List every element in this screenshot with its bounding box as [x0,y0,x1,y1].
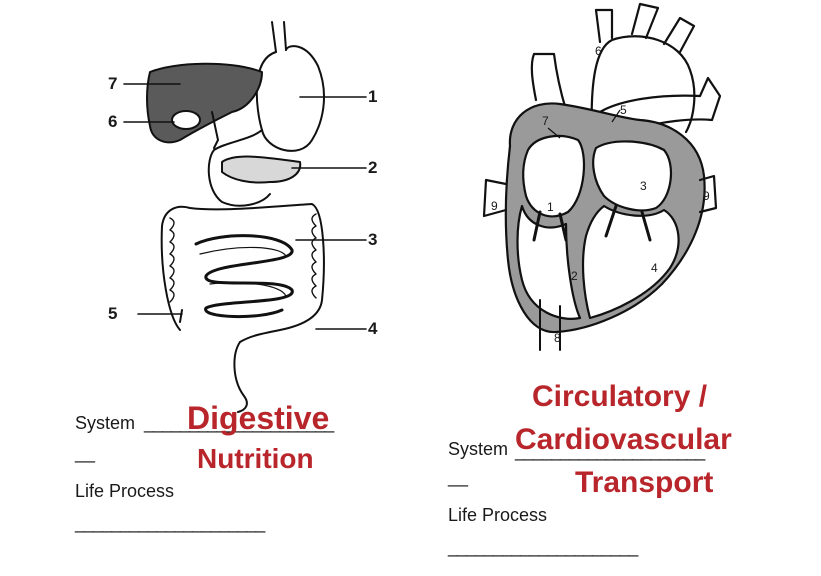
digestive-process-answer: Nutrition [197,443,314,474]
heart-process-blank: _____________________ [448,537,638,557]
inferior-vena-cava [539,299,561,351]
aorta [590,35,696,140]
large-intestine-haustra [169,213,317,303]
digestive-leader-lines [123,83,367,330]
large-intestine [160,203,325,343]
mitral-valve [604,204,652,242]
digestive-label-7: 7 [108,74,118,93]
digestive-label-6: 6 [108,112,118,131]
esophagus [271,21,287,53]
pulmonary-vein-left [698,174,718,214]
gallbladder [171,110,201,130]
digestive-process-label: Life Process [75,481,175,501]
digestive-system-blank: _____________________ [144,413,334,433]
heart-label-1: 1 [547,200,554,214]
heart-label-7: 7 [542,114,549,128]
digestive-label-2: 2 [368,158,378,177]
digestive-label-1: 1 [368,87,378,106]
digestive-process-blank: _____________________ [75,513,265,533]
digestive-system-answer: Digestive [187,400,330,436]
digestive-system-prefix: System [75,413,136,433]
heart-system-prefix: System [448,439,509,459]
pulmonary-vein-right [482,178,508,218]
right-atrium [522,134,586,218]
rectum [233,341,248,413]
heart-label-6: 6 [595,44,602,58]
heart-label-9-right: 9 [703,189,710,203]
digestive-label-3: 3 [368,230,378,249]
superior-vena-cava [530,52,568,112]
digestive-dash: __ [75,443,96,463]
appendix [179,309,183,323]
liver [146,62,263,144]
duodenum [207,129,271,207]
left-atrium [592,140,672,212]
heart-diagram [482,2,722,351]
aortic-branches [594,2,696,54]
pancreas [221,155,302,184]
heart-label-9-left: 9 [491,199,498,213]
heart-label-2: 2 [571,269,578,283]
heart-label-5: 5 [620,103,627,117]
bile-duct [211,111,219,149]
heart-system-answer-line2: Cardiovascular [515,423,732,456]
heart-process-label: Life Process [448,505,548,525]
heart-label-8: 8 [554,331,561,345]
heart-label-3: 3 [640,179,647,193]
digestive-label-5: 5 [108,304,118,323]
digestive-diagram [123,21,367,413]
heart-system-answer-line1: Circulatory / [532,380,708,413]
pulmonary-artery [598,76,722,130]
tricuspid-valve [532,210,568,242]
heart-process-answer: Transport [575,466,714,499]
heart-label-4: 4 [651,261,658,275]
stomach [255,45,325,152]
small-intestine-inner [199,246,287,297]
digestive-label-4: 4 [368,319,378,338]
heart-system-blank: _____________________ [515,441,705,461]
left-ventricle [581,204,680,320]
heart-leader-lines [547,109,621,139]
heart-dash: __ [448,467,469,487]
